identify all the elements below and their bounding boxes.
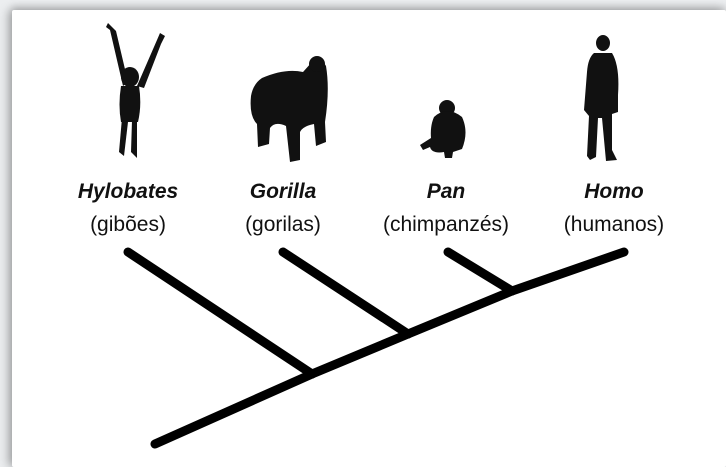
hylobates-common-label: (gibões): [90, 213, 166, 236]
homo-branch: [512, 252, 624, 291]
homo-common-label: (humanos): [564, 213, 664, 236]
hylobates-genus-label: Hylobates: [78, 180, 178, 203]
gibbon-silhouette-icon: [106, 23, 165, 158]
spine-branch-lower: [312, 334, 408, 374]
spine-branch-middle: [408, 291, 512, 334]
human-silhouette-icon: [584, 35, 618, 161]
pan-genus-label: Pan: [427, 180, 466, 203]
pan-branch: [448, 252, 512, 291]
tree-branches: [128, 252, 624, 444]
pan-common-label: (chimpanzés): [383, 213, 509, 236]
chimpanzee-silhouette-icon: [420, 100, 466, 158]
homo-genus-label: Homo: [584, 180, 644, 203]
gorilla-branch: [283, 252, 408, 334]
root-trunk-branch: [155, 374, 312, 444]
gorilla-common-label: (gorilas): [245, 213, 321, 236]
gorilla-genus-label: Gorilla: [250, 180, 317, 203]
gorilla-silhouette-icon: [251, 56, 328, 162]
hylobates-branch: [128, 252, 312, 374]
